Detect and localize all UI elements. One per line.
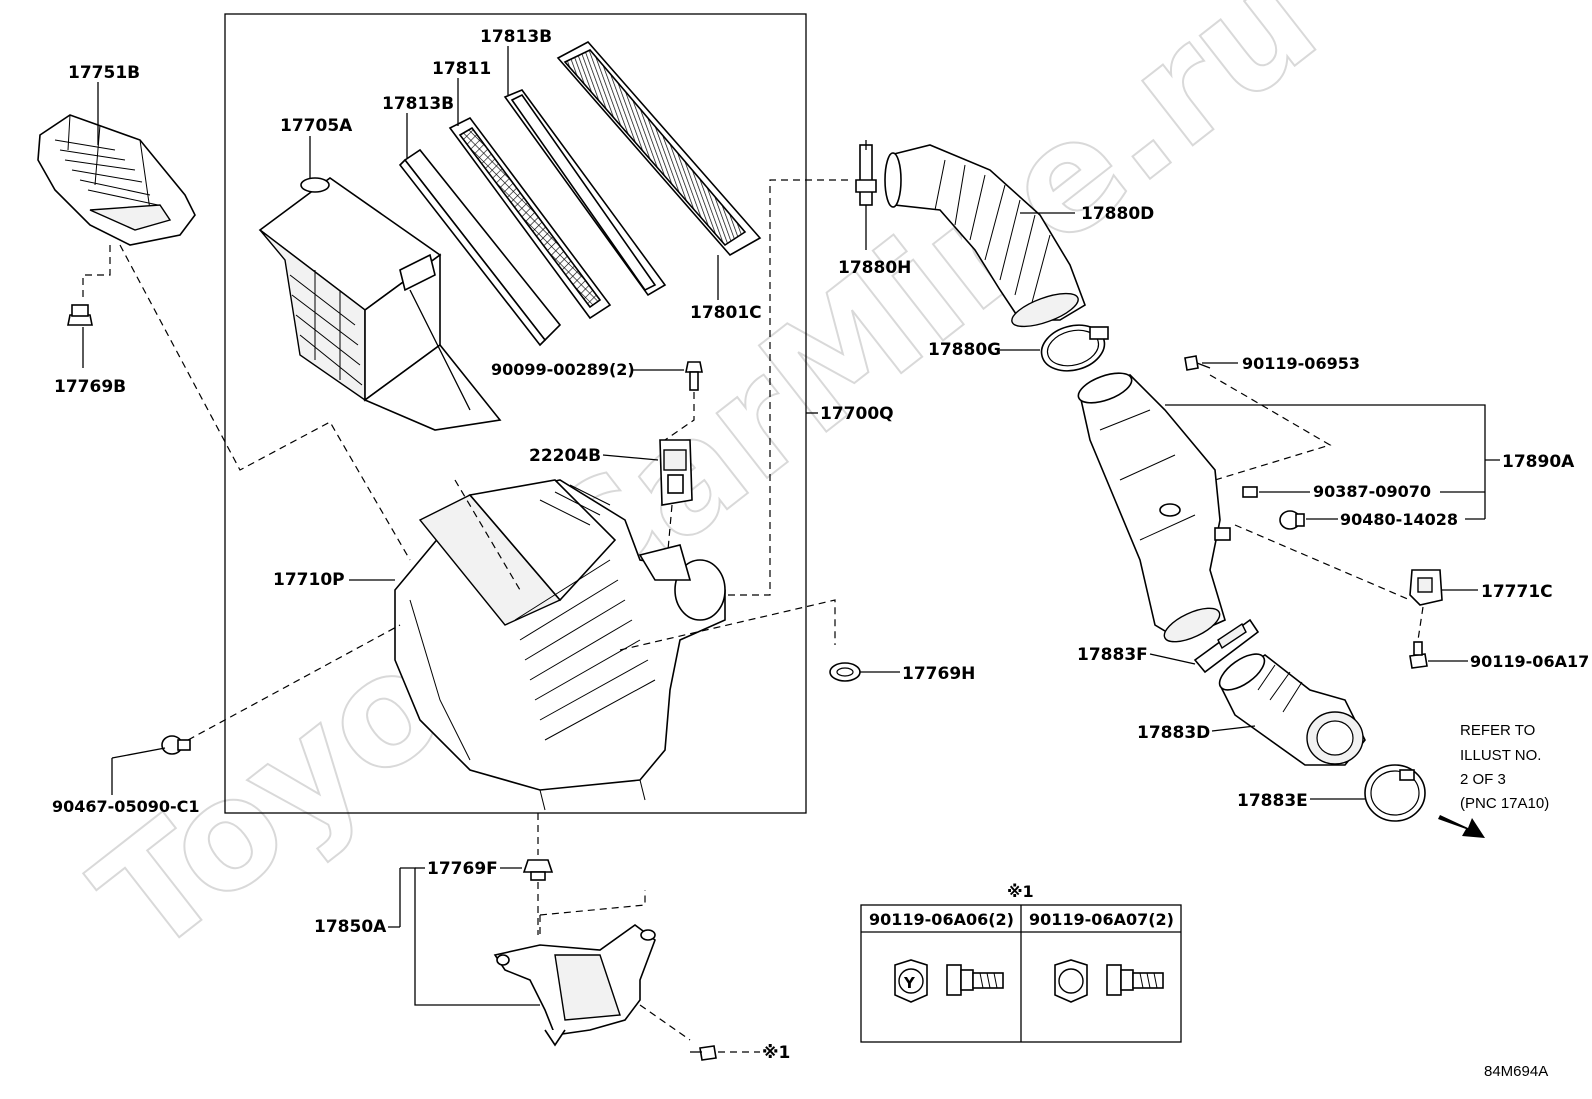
part-90099-screw [685, 361, 703, 391]
label-17769H[interactable]: 17769H [902, 664, 975, 684]
bolt-90119-06A06-icon: Y [894, 959, 1004, 1003]
part-bolt-ref1 [690, 1045, 717, 1061]
part-17813B-seal-b [503, 89, 667, 297]
part-17769F-grommet [522, 859, 554, 881]
label-17880D[interactable]: 17880D [1081, 204, 1154, 224]
part-17890A-intake-duct [1077, 372, 1231, 643]
label-17880H[interactable]: 17880H [838, 258, 911, 278]
label-17700Q[interactable]: 17700Q [820, 404, 894, 424]
part-17813B-seal-a [398, 148, 562, 347]
drawing-code: 84M694A [1484, 1063, 1548, 1080]
label-17850A[interactable]: 17850A [314, 917, 387, 937]
part-90119-06953-bolt [1184, 355, 1211, 371]
label-17769B[interactable]: 17769B [54, 377, 126, 397]
table-col2-header[interactable]: 90119-06A07(2) [1029, 910, 1174, 929]
part-17850A-bracket [493, 924, 656, 1047]
part-17880G-clamp [1040, 324, 1109, 372]
label-bolt-ref1[interactable]: ※1 [762, 1043, 790, 1063]
label-17771C[interactable]: 17771C [1481, 582, 1553, 602]
refer-note-line2: ILLUST NO. [1460, 747, 1541, 764]
part-17801C-air-filter [556, 40, 762, 257]
table-mark: ※1 [1007, 882, 1034, 901]
part-17880H-clamp [855, 140, 877, 206]
part-90387-bushing [1242, 486, 1258, 498]
part-90467-clip [161, 735, 191, 755]
part-90119-06A17-bolt [1409, 641, 1428, 669]
label-17813B-b[interactable]: 17813B [480, 27, 552, 47]
label-90480[interactable]: 90480-14028 [1340, 510, 1458, 529]
part-22204B-airflow-sensor [659, 439, 693, 506]
bolt-head-glyph: Y [903, 974, 916, 992]
label-90387[interactable]: 90387-09070 [1313, 482, 1431, 501]
label-90119-06A17[interactable]: 90119-06A17 [1470, 652, 1589, 671]
part-17883D-hose [1218, 653, 1366, 766]
label-17883E[interactable]: 17883E [1237, 791, 1308, 811]
part-90480-grommet [1279, 510, 1305, 530]
refer-note-line3: 2 OF 3 [1460, 771, 1506, 788]
part-17710P-air-cleaner-case [394, 479, 726, 811]
label-17811[interactable]: 17811 [432, 59, 491, 79]
label-90099[interactable]: 90099-00289(2) [491, 360, 635, 379]
label-17883D[interactable]: 17883D [1137, 723, 1210, 743]
refer-note: REFER TO ILLUST NO. 2 OF 3 (PNC 17A10) [1438, 722, 1549, 838]
part-17883F-clamp [1193, 618, 1260, 674]
refer-note-line4: (PNC 17A10) [1460, 795, 1549, 812]
part-17769B-grommet [67, 304, 93, 326]
part-17751B-intake-duct [37, 114, 196, 246]
bolt-90119-06A07-icon [1054, 959, 1164, 1003]
label-17769F[interactable]: 17769F [427, 859, 498, 879]
table-col1-header[interactable]: 90119-06A06(2) [869, 910, 1014, 929]
refer-note-line1: REFER TO [1460, 722, 1535, 739]
part-17771C-bracket [1409, 569, 1443, 606]
label-17883F[interactable]: 17883F [1077, 645, 1148, 665]
part-17705A-filter-cap [258, 177, 502, 431]
part-17811-mesh-element [448, 116, 612, 320]
refer-arrow-icon[interactable] [1438, 815, 1485, 838]
label-17890A[interactable]: 17890A [1502, 452, 1575, 472]
bolt-table: ※1 90119-06A06(2) 90119-06A07(2) Y [860, 882, 1182, 1043]
label-22204B[interactable]: 22204B [529, 446, 601, 466]
part-17883E-clamp [1364, 764, 1426, 822]
part-17769H-grommet [829, 662, 861, 682]
label-17705A[interactable]: 17705A [280, 116, 353, 136]
label-90119-06953[interactable]: 90119-06953 [1242, 354, 1360, 373]
part-17880D-hose [884, 144, 1086, 328]
label-17751B[interactable]: 17751B [68, 63, 140, 83]
label-17710P[interactable]: 17710P [273, 570, 345, 590]
label-17880G[interactable]: 17880G [928, 340, 1001, 360]
label-90467[interactable]: 90467-05090-C1 [52, 797, 199, 816]
label-17801C[interactable]: 17801C [690, 303, 762, 323]
label-17813B-a[interactable]: 17813B [382, 94, 454, 114]
